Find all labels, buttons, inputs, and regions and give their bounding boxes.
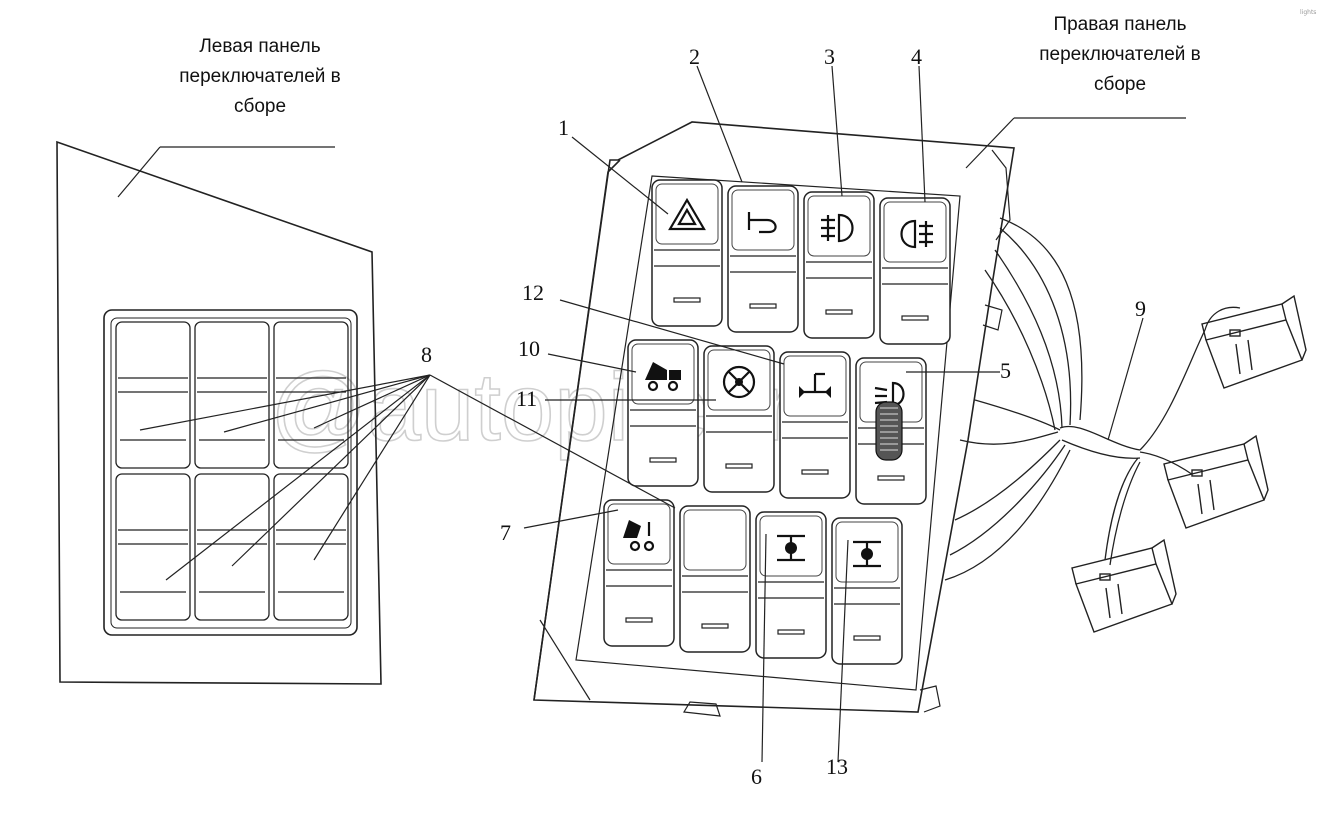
rocker-switch xyxy=(779,351,851,499)
cab-tilt-icon xyxy=(623,520,641,538)
indicator-slot xyxy=(777,629,805,635)
indicator-slot xyxy=(625,617,653,623)
callout-13: 13 xyxy=(826,754,848,779)
left-blank-switch xyxy=(115,321,191,469)
callout-12: 12 xyxy=(522,280,544,305)
indicator-slot xyxy=(701,623,729,629)
axle-lock-icon xyxy=(722,365,756,399)
callout-4: 4 xyxy=(911,44,922,69)
callout-6: 6 xyxy=(751,764,762,789)
left-blank-switch xyxy=(273,473,349,621)
right-panel-caption: Правая панель переключателей в сборе xyxy=(1000,10,1240,100)
indicator-slot xyxy=(749,303,777,309)
horn-icon xyxy=(747,212,777,234)
rocker-switch xyxy=(803,191,875,339)
callout-8: 8 xyxy=(421,342,432,367)
callout-numbers: 1 2 3 4 5 6 7 8 9 10 11 12 13 xyxy=(421,44,1146,789)
right-caption-line-2: переключателей в xyxy=(1039,44,1201,65)
callout-10: 10 xyxy=(518,336,540,361)
right-panel xyxy=(533,121,1015,717)
left-caption-line-1: Левая панель xyxy=(199,36,321,57)
wire-connector xyxy=(1071,538,1177,633)
rocker-switch xyxy=(855,357,927,505)
left-caption-line-3: сборе xyxy=(233,96,287,117)
callout-9: 9 xyxy=(1135,296,1146,321)
rocker-switch xyxy=(703,345,775,493)
wire-connector xyxy=(1201,294,1307,389)
hazard-warning-icon xyxy=(668,197,706,231)
rocker-switch xyxy=(755,511,827,659)
rocker-switch xyxy=(879,197,951,345)
left-blank-switch xyxy=(115,473,191,621)
callout-5: 5 xyxy=(1000,358,1011,383)
left-caption-line-2: переключателей в xyxy=(179,66,341,87)
rear-fog-light-icon xyxy=(900,219,917,249)
left-panel xyxy=(56,140,382,685)
callout-11: 11 xyxy=(516,386,537,411)
indicator-slot xyxy=(801,469,829,475)
indicator-slot xyxy=(649,457,677,463)
callout-2: 2 xyxy=(689,44,700,69)
corner-mark: lights xyxy=(1300,9,1316,16)
connector-group xyxy=(1071,294,1307,633)
right-caption-line-3: сборе xyxy=(1093,74,1147,95)
leader-lines xyxy=(117,65,1186,763)
indicator-slot xyxy=(901,315,929,321)
left-blank-switch xyxy=(194,473,270,621)
indicator-slot xyxy=(853,635,881,641)
right-switch-grid xyxy=(603,179,951,665)
wire-connector xyxy=(1163,434,1269,529)
wiring-harness xyxy=(944,217,1241,581)
right-caption-line-1: Правая панель xyxy=(1053,14,1187,35)
rocker-switch xyxy=(727,185,799,333)
rocker-switch xyxy=(651,179,723,327)
indicator-slot xyxy=(673,297,701,303)
left-panel-caption: Левая панель переключателей в сборе xyxy=(140,32,380,122)
rocker-switch xyxy=(679,505,751,653)
front-fog-light-icon xyxy=(837,213,854,243)
tipper-truck-icon xyxy=(645,362,667,380)
left-blank-switch xyxy=(194,321,270,469)
rotary-adjuster xyxy=(875,401,903,461)
rocker-switch xyxy=(627,339,699,487)
rocker-switch xyxy=(603,499,675,647)
indicator-slot xyxy=(725,463,753,469)
callout-1: 1 xyxy=(558,115,569,140)
indicator-slot xyxy=(877,475,905,481)
rocker-switch xyxy=(831,517,903,665)
callout-7: 7 xyxy=(500,520,511,545)
callout-3: 3 xyxy=(824,44,835,69)
indicator-slot xyxy=(825,309,853,315)
